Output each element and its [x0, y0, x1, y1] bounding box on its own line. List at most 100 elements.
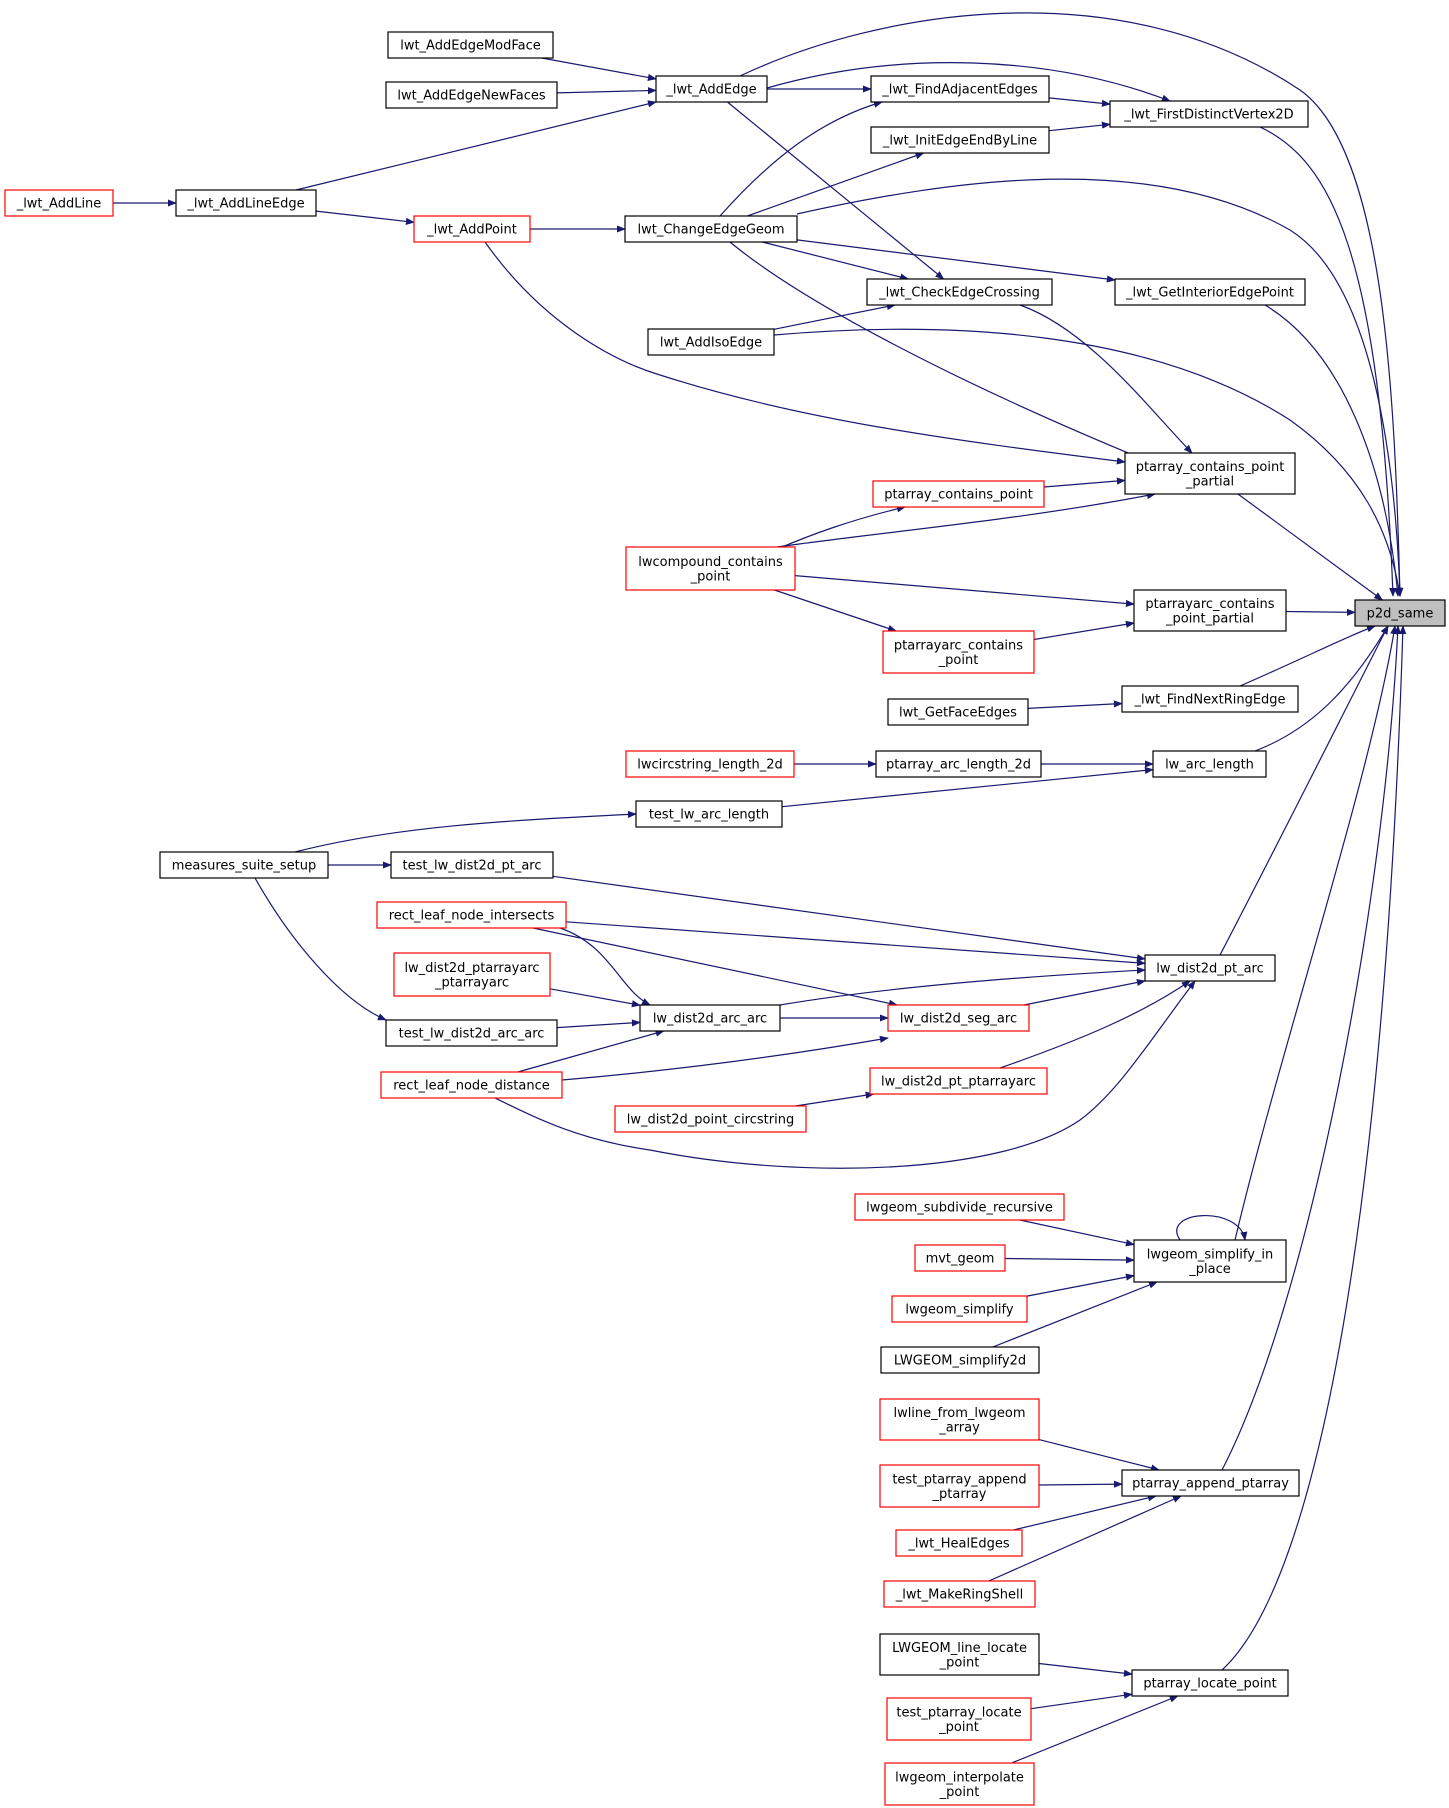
node-box[interactable]: [639, 1004, 781, 1032]
node-lwcompound_contains_point[interactable]: lwcompound_contains_point: [625, 546, 796, 591]
node-lw_dist2d_seg_arc[interactable]: lw_dist2d_seg_arc: [887, 1004, 1030, 1032]
node-mvt_geom[interactable]: mvt_geom: [914, 1244, 1006, 1272]
node-rect_leaf_node_distance[interactable]: rect_leaf_node_distance: [380, 1071, 563, 1099]
node-lwline_from_lwgeom_array[interactable]: lwline_from_lwgeom_array: [879, 1398, 1040, 1441]
node-_lwt_AddEdge[interactable]: _lwt_AddEdge: [655, 75, 768, 103]
node-test_lw_dist2d_pt_arc[interactable]: test_lw_dist2d_pt_arc: [390, 851, 554, 879]
node-box[interactable]: [880, 1346, 1040, 1374]
node-box[interactable]: [1124, 452, 1296, 495]
node-box[interactable]: [624, 215, 798, 243]
node-box[interactable]: [887, 698, 1029, 726]
node-lwt_GetFaceEdges[interactable]: lwt_GetFaceEdges: [887, 698, 1029, 726]
node-lw_dist2d_point_circstring[interactable]: lw_dist2d_point_circstring: [614, 1105, 807, 1133]
node-box[interactable]: [1152, 750, 1267, 778]
node-lwt_AddEdgeNewFaces[interactable]: lwt_AddEdgeNewFaces: [385, 81, 558, 109]
node-box[interactable]: [866, 278, 1053, 306]
node-box[interactable]: [891, 1295, 1028, 1323]
node-_lwt_InitEdgeEndByLine[interactable]: _lwt_InitEdgeEndByLine: [870, 126, 1050, 154]
node-box[interactable]: [1121, 1469, 1300, 1497]
node-ptarrayarc_contains_point_partial[interactable]: ptarrayarc_contains_point_partial: [1133, 589, 1287, 632]
node-ptarray_arc_length_2d[interactable]: ptarray_arc_length_2d: [875, 750, 1042, 778]
node-box[interactable]: [380, 1071, 563, 1099]
node-lw_dist2d_arc_arc[interactable]: lw_dist2d_arc_arc: [639, 1004, 781, 1032]
node-rect_leaf_node_intersects[interactable]: rect_leaf_node_intersects: [376, 901, 567, 929]
node-box[interactable]: [1133, 589, 1287, 632]
node-box[interactable]: [875, 750, 1042, 778]
node-lwcircstring_length_2d[interactable]: lwcircstring_length_2d: [625, 750, 795, 778]
node-box[interactable]: [1109, 100, 1309, 128]
node-ptarray_contains_point[interactable]: ptarray_contains_point: [872, 480, 1045, 508]
node-_lwt_AddLineEdge[interactable]: _lwt_AddLineEdge: [175, 189, 317, 217]
node-lw_arc_length[interactable]: lw_arc_length: [1152, 750, 1267, 778]
node-lwt_AddIsoEdge[interactable]: lwt_AddIsoEdge: [647, 328, 775, 356]
node-box[interactable]: [390, 851, 554, 879]
node-_lwt_AddLine[interactable]: _lwt_AddLine: [4, 189, 114, 217]
node-_lwt_FindAdjacentEdges[interactable]: _lwt_FindAdjacentEdges: [870, 75, 1050, 103]
node-box[interactable]: [879, 1398, 1040, 1441]
node-lwgeom_interpolate_point[interactable]: lwgeom_interpolate_point: [884, 1762, 1035, 1806]
node-_lwt_GetInteriorEdgePoint[interactable]: _lwt_GetInteriorEdgePoint: [1114, 278, 1306, 306]
node-box[interactable]: [1144, 954, 1276, 982]
node-box[interactable]: [872, 480, 1045, 508]
node-p2d_same[interactable]: p2d_same: [1354, 599, 1446, 627]
node-box[interactable]: [1121, 685, 1299, 713]
node-box[interactable]: [393, 952, 551, 997]
node-box[interactable]: [884, 1762, 1035, 1806]
node-box[interactable]: [854, 1193, 1065, 1221]
node-box[interactable]: [1354, 599, 1446, 627]
node-_lwt_HealEdges[interactable]: _lwt_HealEdges: [895, 1529, 1023, 1557]
node-ptarray_locate_point[interactable]: ptarray_locate_point: [1131, 1669, 1289, 1697]
node-box[interactable]: [625, 750, 795, 778]
node-lwgeom_simplify[interactable]: lwgeom_simplify: [891, 1295, 1028, 1323]
node-box[interactable]: [655, 75, 768, 103]
node-test_lw_dist2d_arc_arc[interactable]: test_lw_dist2d_arc_arc: [385, 1019, 558, 1047]
node-box[interactable]: [886, 1697, 1032, 1741]
node-test_ptarray_append_ptarray[interactable]: test_ptarray_append_ptarray: [879, 1464, 1040, 1508]
node-box[interactable]: [895, 1529, 1023, 1557]
node-box[interactable]: [647, 328, 775, 356]
node-box[interactable]: [870, 126, 1050, 154]
node-test_lw_arc_length[interactable]: test_lw_arc_length: [635, 800, 783, 828]
node-box[interactable]: [385, 1019, 558, 1047]
node-lw_dist2d_pt_arc[interactable]: lw_dist2d_pt_arc: [1144, 954, 1276, 982]
node-box[interactable]: [879, 1464, 1040, 1508]
node-box[interactable]: [882, 630, 1035, 674]
node-box[interactable]: [879, 1633, 1040, 1676]
node-box[interactable]: [614, 1105, 807, 1133]
node-box[interactable]: [4, 189, 114, 217]
node-test_ptarray_locate_point[interactable]: test_ptarray_locate_point: [886, 1697, 1032, 1741]
node-_lwt_AddPoint[interactable]: _lwt_AddPoint: [413, 215, 531, 243]
node-lwgeom_simplify_in_place[interactable]: lwgeom_simplify_in_place: [1133, 1239, 1287, 1283]
node-box[interactable]: [387, 31, 554, 59]
node-box[interactable]: [625, 546, 796, 591]
node-box[interactable]: [883, 1580, 1036, 1608]
node-box[interactable]: [1133, 1239, 1287, 1283]
node-_lwt_FirstDistinctVertex2D[interactable]: _lwt_FirstDistinctVertex2D: [1109, 100, 1309, 128]
node-lwgeom_subdivide_recursive[interactable]: lwgeom_subdivide_recursive: [854, 1193, 1065, 1221]
node-lwt_ChangeEdgeGeom[interactable]: lwt_ChangeEdgeGeom: [624, 215, 798, 243]
node-lw_dist2d_pt_ptarrayarc[interactable]: lw_dist2d_pt_ptarrayarc: [869, 1067, 1048, 1095]
node-box[interactable]: [413, 215, 531, 243]
node-lwt_AddEdgeModFace[interactable]: lwt_AddEdgeModFace: [387, 31, 554, 59]
node-ptarray_append_ptarray[interactable]: ptarray_append_ptarray: [1121, 1469, 1300, 1497]
node-box[interactable]: [635, 800, 783, 828]
node-box[interactable]: [1131, 1669, 1289, 1697]
node-measures_suite_setup[interactable]: measures_suite_setup: [159, 851, 329, 879]
node-LWGEOM_simplify2d[interactable]: LWGEOM_simplify2d: [880, 1346, 1040, 1374]
node-_lwt_FindNextRingEdge[interactable]: _lwt_FindNextRingEdge: [1121, 685, 1299, 713]
node-box[interactable]: [887, 1004, 1030, 1032]
node-box[interactable]: [914, 1244, 1006, 1272]
node-_lwt_MakeRingShell[interactable]: _lwt_MakeRingShell: [883, 1580, 1036, 1608]
node-box[interactable]: [869, 1067, 1048, 1095]
node-lw_dist2d_ptarrayarc_ptarrayarc[interactable]: lw_dist2d_ptarrayarc_ptarrayarc: [393, 952, 551, 997]
node-ptarray_contains_point_partial[interactable]: ptarray_contains_point_partial: [1124, 452, 1296, 495]
node-box[interactable]: [870, 75, 1050, 103]
node-box[interactable]: [175, 189, 317, 217]
node-_lwt_CheckEdgeCrossing[interactable]: _lwt_CheckEdgeCrossing: [866, 278, 1053, 306]
node-ptarrayarc_contains_point[interactable]: ptarrayarc_contains_point: [882, 630, 1035, 674]
node-box[interactable]: [385, 81, 558, 109]
node-box[interactable]: [376, 901, 567, 929]
node-LWGEOM_line_locate_point[interactable]: LWGEOM_line_locate_point: [879, 1633, 1040, 1676]
node-box[interactable]: [1114, 278, 1306, 306]
node-box[interactable]: [159, 851, 329, 879]
